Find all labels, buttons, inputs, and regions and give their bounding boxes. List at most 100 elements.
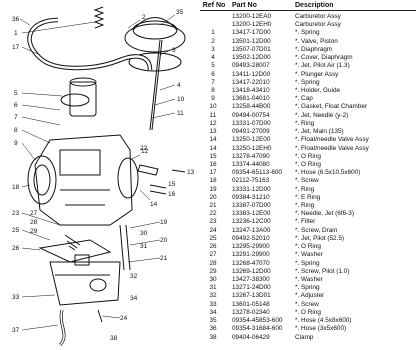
header-rule (200, 10, 416, 11)
callout-35: 35 (176, 9, 184, 16)
row-ref-no: 35 (209, 317, 217, 325)
row-part-no: 13331-12D00 (232, 185, 271, 193)
row-ref-no: 5 (211, 62, 215, 70)
row-part-no: 13295-29900 (232, 243, 270, 251)
row-description: *. Valve, Piston (295, 37, 338, 45)
row-description: *. Washer (295, 276, 323, 283)
callout-25: 25 (12, 227, 20, 234)
header-ref-no: Ref No (202, 2, 226, 9)
row-ref-no: 28 (209, 259, 217, 267)
callout-29: 29 (30, 228, 38, 235)
row-ref-no: 21 (209, 202, 217, 210)
row-ref-no: 26 (209, 243, 217, 251)
callout-5: 5 (14, 90, 18, 97)
row-part-no: 13411-12D00 (232, 70, 271, 78)
row-part-no: 13507-07D01 (232, 45, 271, 53)
row-ref-no: 25 (209, 234, 217, 242)
row-ref-no: 27 (209, 251, 217, 259)
callout-31: 31 (140, 243, 148, 250)
row-ref-no: 2 (211, 37, 215, 45)
row-ref-no: 13 (209, 128, 217, 136)
row-description: *. Screw (295, 300, 319, 308)
row-part-no: 09354-45853-600 (232, 317, 283, 325)
row-part-no: 13200-12EA0 (232, 13, 272, 20)
row-ref-no: 32 (209, 292, 217, 300)
row-description: *. Jet, Main (135) (295, 128, 344, 136)
callout-24: 24 (120, 315, 128, 322)
row-description: *. Cover, Diaphragm (295, 54, 353, 62)
row-ref-no: 8 (211, 86, 215, 94)
row-ref-no: 31 (209, 284, 217, 292)
row-ref-no: 7 (211, 78, 215, 86)
row-ref-no: 20 (209, 193, 217, 201)
row-ref-no: 18 (209, 177, 217, 185)
row-part-no: 13258-44B00 (232, 103, 271, 111)
row-ref-no: 3 (211, 45, 215, 53)
row-description: *. Jet, Pilot Air (1.3) (295, 62, 350, 70)
row-description: *. O Ring (295, 308, 321, 316)
row-ref-no: 22 (209, 210, 217, 218)
callout-12: 12 (141, 148, 149, 155)
callout-37: 37 (12, 327, 20, 334)
row-part-no: 13501-12D00 (232, 37, 271, 45)
row-description: *. Jet, Pilot (52.5) (295, 234, 345, 242)
callout-8: 8 (14, 127, 18, 134)
callout-27: 27 (30, 210, 38, 217)
row-part-no: 13267-13D01 (232, 292, 271, 300)
row-part-no: 09354-65113-600 (232, 169, 282, 177)
row-description: *. Filter (295, 218, 316, 226)
row-part-no: 13418-43410 (232, 86, 270, 94)
callout-19: 19 (160, 219, 168, 226)
table-row: 2 13501-12D00 *. Valve, Piston (200, 38, 416, 46)
callout-18: 18 (12, 184, 20, 191)
row-description: *. Jet, Needle (y-2) (295, 111, 349, 119)
row-part-no: 13601-05148 (232, 300, 270, 308)
row-description: *. Hose (4.5x8x600) (295, 317, 352, 325)
row-ref-no: 17 (209, 169, 217, 177)
carburetor-exploded-diagram: 36 1 17 2 35 3 4 5 6 7 8 9 10 11 12 13 1… (12, 6, 195, 347)
callout-28: 28 (30, 219, 38, 226)
row-part-no: 13268-47070 (232, 259, 270, 267)
row-part-no: 13250-12EH0 (232, 144, 272, 152)
row-description: *. O Ring (295, 152, 321, 160)
row-description: *. Screw, Pilot (1.0) (295, 267, 350, 275)
row-description: *. Washer (295, 251, 323, 259)
row-ref-no: 23 (209, 218, 217, 226)
callout-9: 9 (14, 140, 18, 147)
row-ref-no: 38 (209, 333, 217, 341)
callout-17: 17 (12, 44, 20, 51)
row-description: Clamp (295, 333, 314, 341)
row-part-no: 13250-12E00 (232, 136, 271, 144)
row-ref-no: 15 (209, 152, 217, 160)
row-description: *. E Ring (295, 193, 321, 201)
row-ref-no: 33 (209, 300, 217, 308)
row-ref-no: 30 (209, 276, 217, 283)
row-description: *. Needle, Jet (6f6-3) (295, 210, 354, 218)
row-ref-no: 4 (211, 54, 215, 62)
row-part-no: 13291-29900 (232, 251, 270, 259)
row-part-no: 13236-12C00 (232, 218, 271, 226)
row-description: *. Spring (295, 284, 320, 292)
callout-33: 33 (12, 294, 20, 301)
callout-10: 10 (177, 96, 185, 103)
callout-20: 20 (160, 237, 168, 244)
table-row: 35 09354-45853-600 *. Hose (4.5x8x600) (200, 317, 416, 325)
callout-4: 4 (177, 82, 181, 89)
row-description: *. Ring (295, 202, 315, 210)
row-description: *. Adjuster (295, 292, 325, 300)
